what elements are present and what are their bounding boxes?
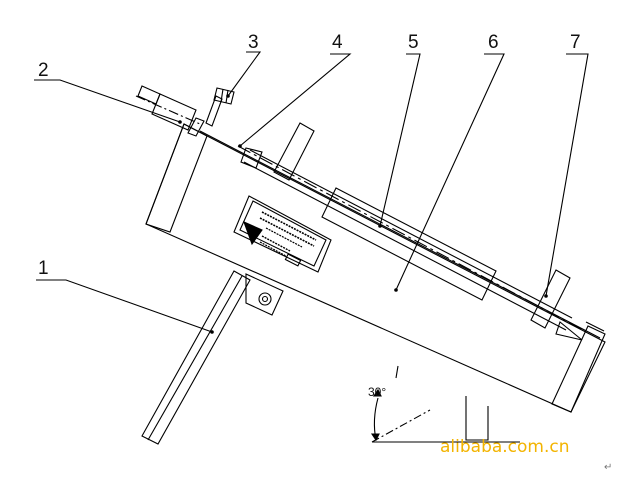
nameplate [233, 195, 332, 273]
hinge-bracket [245, 273, 284, 316]
callout-6: 6 [488, 32, 499, 53]
nameplate-box [284, 253, 302, 267]
post-left [273, 122, 315, 181]
nozzle-right [555, 321, 583, 341]
angle-ref-line [371, 409, 431, 443]
leader-3-dot [226, 94, 230, 98]
rod-centerline [237, 145, 586, 332]
support-leg [141, 270, 251, 445]
nameplate-fine-print [259, 211, 317, 257]
callout-2: 2 [38, 60, 49, 81]
right-end-cap [585, 321, 605, 332]
callout-5: 5 [408, 32, 419, 53]
leg-inner-edge [147, 275, 243, 441]
main-body-outline [145, 123, 606, 413]
leader-7 [545, 53, 589, 297]
level-tube-cap [137, 85, 161, 105]
watermark-text: alibaba.com.cn [440, 437, 570, 457]
gauge-tube [321, 187, 497, 301]
nameplate-logo [243, 220, 263, 246]
left-end-block [145, 123, 208, 233]
callout-7: 7 [570, 32, 581, 53]
leader-6-dot [394, 288, 398, 292]
callout-1: 1 [38, 258, 49, 279]
callout-4: 4 [332, 32, 343, 53]
callout-3: 3 [248, 32, 259, 53]
hinge-pin [258, 292, 272, 306]
angle-arrow-top [372, 388, 382, 397]
angle-leader [395, 365, 399, 379]
leader-3 [227, 51, 262, 97]
level-clamp [187, 117, 205, 137]
knob-slot [220, 88, 224, 103]
leader-1-dot [210, 330, 214, 334]
adjust-screw-stem [205, 95, 223, 127]
rear-foot [465, 396, 489, 441]
rod-upper [249, 149, 573, 319]
leader-4-dot [238, 144, 242, 148]
leader-7-dot [544, 294, 548, 298]
return-mark: ↵ [604, 462, 612, 473]
angle-label: 30° [368, 385, 386, 399]
nozzle-left [240, 147, 263, 169]
angle-arrow-bottom [370, 433, 380, 442]
leader-5 [379, 53, 421, 227]
nameplate-inner [239, 200, 327, 267]
level-axis [135, 95, 201, 125]
post-right [530, 269, 571, 329]
leader-1 [36, 279, 213, 333]
leader-5-dot [378, 224, 382, 228]
leader-4 [239, 53, 352, 147]
rod-lower [243, 161, 567, 331]
hinge-pin-inner [261, 295, 269, 303]
level-tube [151, 93, 197, 131]
body-top-inner-edge [199, 130, 601, 339]
right-end-block [551, 325, 606, 413]
leader-6 [395, 53, 505, 291]
leader-2-dot [178, 120, 182, 124]
leader-2 [34, 79, 181, 123]
